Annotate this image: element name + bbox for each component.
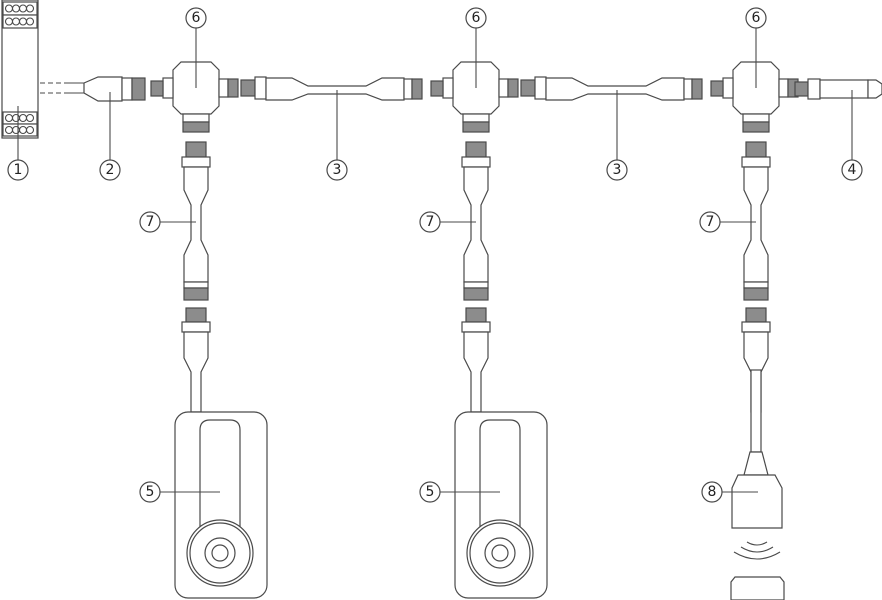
- callout-number: 4: [848, 162, 857, 178]
- sensor-device-1: [174, 411, 268, 599]
- callout-number: 3: [613, 162, 622, 178]
- callout-number: 2: [106, 162, 115, 178]
- callout-6: 6: [465, 7, 487, 29]
- callout-3: 3: [326, 159, 348, 181]
- trunk-cable-2: [520, 76, 703, 101]
- power-module: [1, 0, 39, 139]
- callout-leaders: [17, 28, 853, 493]
- callout-number: 7: [146, 214, 155, 230]
- callout-6: 6: [185, 7, 207, 29]
- tee-connector-3: [710, 61, 799, 133]
- callout-8: 8: [701, 481, 723, 503]
- callout-7: 7: [139, 211, 161, 233]
- callout-number: 3: [333, 162, 342, 178]
- rfid-tag: [730, 576, 785, 600]
- trunk-cable-1: [240, 76, 423, 101]
- callout-4: 4: [841, 159, 863, 181]
- callout-1: 1: [7, 159, 29, 181]
- callout-number: 6: [192, 10, 201, 26]
- callout-number: 8: [708, 484, 717, 500]
- callout-5: 5: [419, 481, 441, 503]
- callout-7: 7: [699, 211, 721, 233]
- callout-number: 6: [752, 10, 761, 26]
- callout-7: 7: [419, 211, 441, 233]
- tee-connector-1: [150, 61, 239, 133]
- callout-2: 2: [99, 159, 121, 181]
- callout-number: 5: [426, 484, 435, 500]
- callout-6: 6: [745, 7, 767, 29]
- sensor-device-2: [454, 411, 548, 599]
- callout-number: 7: [426, 214, 435, 230]
- feed-cable: [40, 76, 146, 102]
- drop-cable-1: [181, 141, 211, 413]
- callout-number: 1: [14, 162, 23, 178]
- terminating-resistor: [794, 78, 882, 100]
- callout-number: 5: [146, 484, 155, 500]
- wireless-waves-icon: [733, 541, 781, 560]
- callout-number: 6: [472, 10, 481, 26]
- drop-cable-2: [461, 141, 491, 413]
- rfid-reader: [731, 369, 783, 529]
- callout-number: 7: [706, 214, 715, 230]
- callout-3: 3: [606, 159, 628, 181]
- tee-connector-2: [430, 61, 519, 133]
- terminal-screws: [4, 4, 35, 135]
- callout-5: 5: [139, 481, 161, 503]
